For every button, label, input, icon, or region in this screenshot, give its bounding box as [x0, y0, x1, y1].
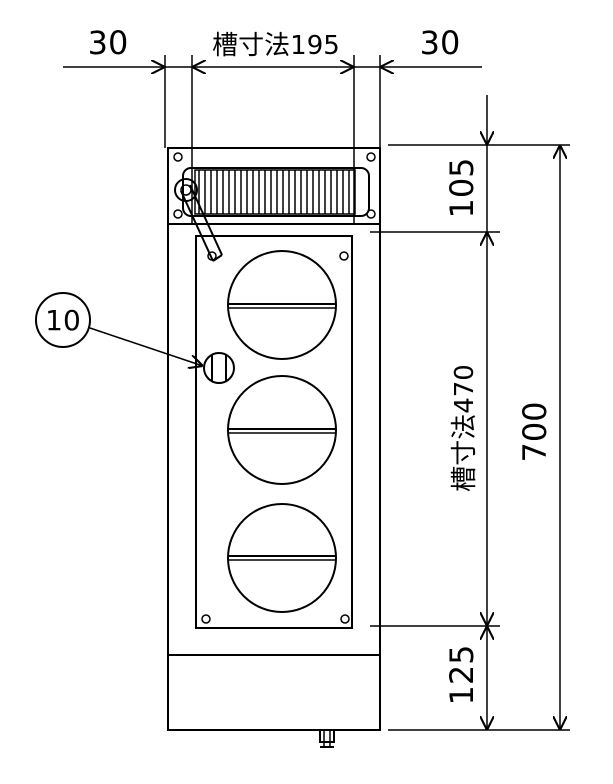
- dim-overall-depth: 700: [516, 401, 554, 462]
- callout-10: [35, 292, 203, 366]
- dim-top-section: 105: [443, 157, 481, 218]
- heating-disc-2: [227, 375, 337, 485]
- dim-left-margin: 30: [88, 24, 129, 62]
- drain-outlet: [319, 729, 335, 748]
- callout-10-label: 10: [45, 304, 81, 337]
- dim-right-margin: 30: [420, 24, 461, 62]
- heating-disc-1: [227, 250, 337, 360]
- dim-bottom-section: 125: [443, 644, 481, 705]
- heating-disc-3: [227, 503, 337, 613]
- fryer-unit: [167, 147, 381, 748]
- top-dimension: [63, 55, 482, 225]
- heater-coil: [194, 169, 356, 215]
- dim-tank-depth: 槽寸法470: [450, 364, 480, 492]
- dim-tank-width: 槽寸法195: [212, 31, 340, 61]
- drain-knob: [203, 352, 235, 384]
- right-dimensions: [370, 95, 570, 731]
